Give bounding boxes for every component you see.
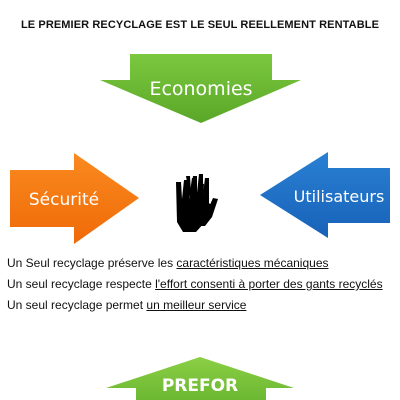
- arrow-securite: Sécurité: [10, 153, 139, 244]
- arrow-utilisateurs-label: Utilisateurs: [294, 187, 385, 206]
- arrow-economies-label: Economies: [149, 78, 252, 100]
- arrow-prefor: PREFOR: [106, 357, 294, 400]
- arrow-securite-label: Sécurité: [29, 190, 99, 210]
- gloves-icon: [176, 174, 218, 232]
- arrow-utilisateurs: Utilisateurs: [260, 152, 390, 238]
- statement-highlight: un meilleur service: [146, 298, 247, 312]
- statement-prefix: Un Seul recyclage préserve les: [7, 256, 177, 270]
- statement-line: Un seul recyclage respecte l'effort cons…: [7, 274, 383, 295]
- statement-line: Un Seul recyclage préserve les caractéri…: [7, 253, 383, 274]
- statement-prefix: Un seul recyclage permet: [7, 298, 147, 312]
- statement-highlight: l'effort consenti à porter des gants rec…: [155, 277, 383, 291]
- statement-highlight: caractéristiques mécaniques: [176, 256, 329, 270]
- statement-prefix: Un seul recyclage respecte: [7, 277, 156, 291]
- statement-line: Un seul recyclage permet un meilleur ser…: [7, 295, 383, 316]
- arrow-economies: Economies: [100, 54, 301, 123]
- page-title: LE PREMIER RECYCLAGE EST LE SEUL REELLEM…: [20, 19, 380, 31]
- statements-list: Un Seul recyclage préserve les caractéri…: [7, 253, 383, 316]
- arrow-prefor-label: PREFOR: [162, 376, 238, 396]
